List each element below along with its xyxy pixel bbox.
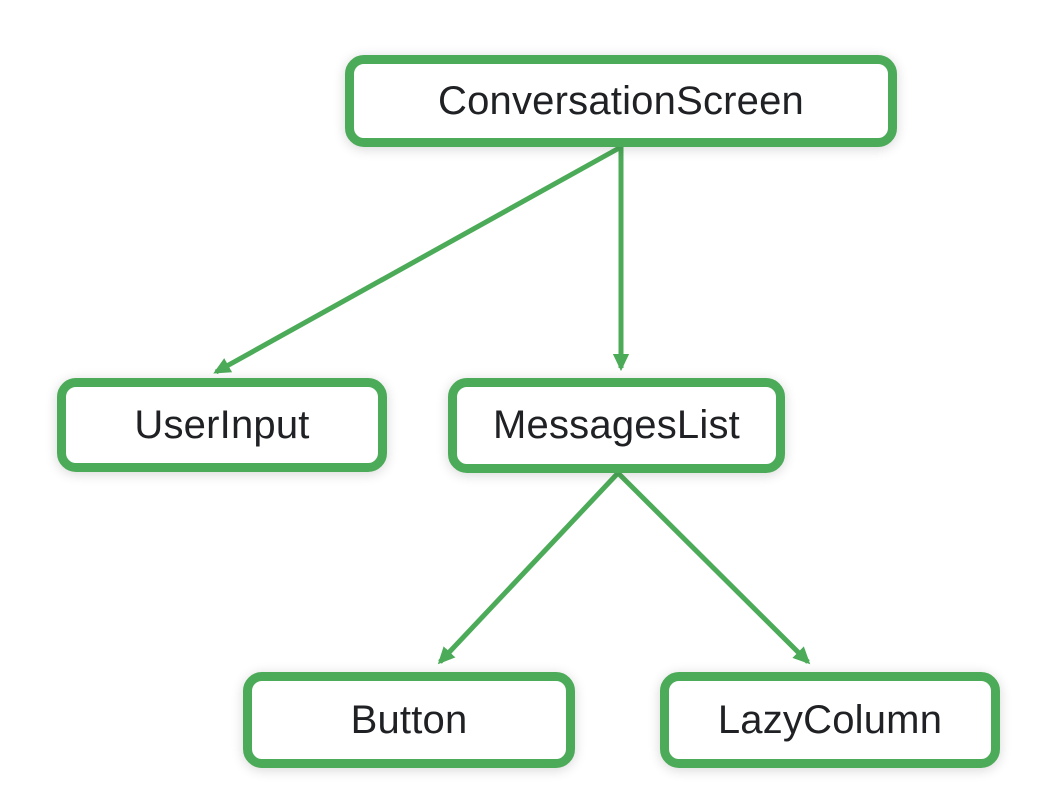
node-button: Button [243, 672, 575, 768]
node-user-input: UserInput [57, 378, 387, 472]
node-label: Button [350, 697, 468, 742]
node-label: ConversationScreen [437, 78, 805, 123]
node-label: MessagesList [493, 403, 740, 447]
node-lazy-column: LazyColumn [660, 672, 1000, 768]
edge-conversationscreen-to-userinput [213, 144, 623, 375]
node-label: UserInput [134, 402, 310, 447]
node-messages-list: MessagesList [448, 378, 785, 473]
node-conversation-screen: ConversationScreen [345, 55, 897, 147]
edge-messageslist-to-lazycolumn [616, 471, 811, 665]
edge-messageslist-to-button [437, 471, 620, 665]
node-label: LazyColumn [717, 697, 943, 742]
